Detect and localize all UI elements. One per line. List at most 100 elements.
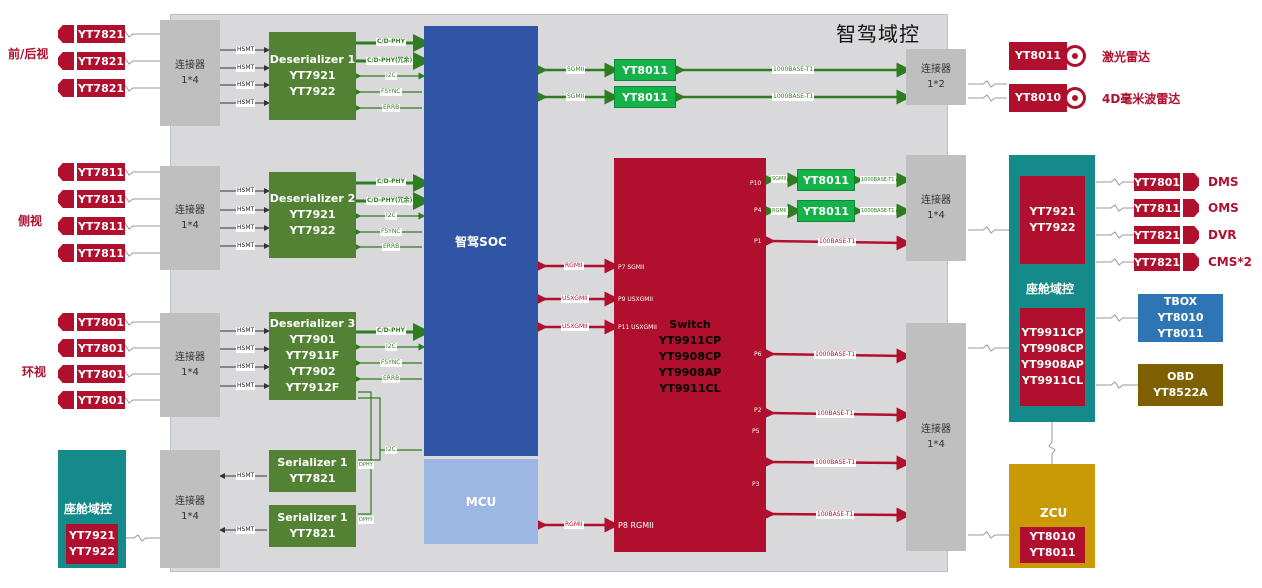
sgmii-label: SGMII xyxy=(771,175,788,183)
zcu-title: ZCU xyxy=(1040,506,1068,520)
base1000-label: 1000BASE-T1 xyxy=(772,66,815,74)
cabin-camera-dvr: YT7821 xyxy=(1134,226,1199,244)
port-p10: P10 xyxy=(750,180,762,187)
port-p9: P9 USXGMII xyxy=(618,296,654,303)
camera-icon xyxy=(58,217,74,235)
adas-domain-title: 智驾域控 xyxy=(836,22,920,46)
hsmt-label: HSMT xyxy=(236,64,256,72)
usxgmii-label: USXGMII xyxy=(561,323,589,331)
hsmt-label: HSMT xyxy=(236,382,256,390)
radar-label: 4D毫米波雷达 xyxy=(1102,92,1181,106)
port-p5: P5 xyxy=(752,428,760,435)
base1000-label: 1000BASE-T1 xyxy=(772,93,815,101)
cdphy-label: C/D-PHY xyxy=(376,327,406,335)
camera-surround-2: YT7801 xyxy=(58,339,125,357)
base1000-label: 1000BASE-T1 xyxy=(860,176,896,184)
mcu: MCU xyxy=(424,459,538,544)
base1000-label: 1000BASE-T1 xyxy=(814,459,857,467)
camera-icon xyxy=(58,339,74,357)
port-p1: P1 xyxy=(754,238,762,245)
i2c-label: I2C xyxy=(385,212,397,220)
phy-yt8011-a: YT8011 xyxy=(614,59,676,81)
camera-side-3: YT7811 xyxy=(58,217,125,235)
port-p8: P8 RGMII xyxy=(618,521,654,530)
phy-yt8011-c: YT8011 xyxy=(797,169,855,191)
cabin-camera-cms: YT7821 xyxy=(1134,253,1199,271)
rgmii-label: RGMII xyxy=(564,262,584,270)
lidar-label: 激光雷达 xyxy=(1102,50,1151,64)
sgmii-label: SGMII xyxy=(566,66,586,74)
camera-icon xyxy=(58,244,74,262)
cabin-domain-left-title: 座舱域控 xyxy=(64,502,113,516)
port-p6: P6 xyxy=(754,351,762,358)
fsync-label: FSYNC xyxy=(380,88,402,96)
hsmt-label: HSMT xyxy=(236,345,256,353)
rgmii-label: RGMII xyxy=(771,207,788,215)
lidar-icon xyxy=(1064,45,1086,67)
radar-chip: YT8010 xyxy=(1009,84,1067,112)
hsmt-label: HSMT xyxy=(236,99,256,107)
phy-yt8011-d: YT8011 xyxy=(797,200,855,222)
i2c-label: I2C xyxy=(385,72,397,80)
cdphy-redundant-label: C/D-PHY(冗余) xyxy=(366,197,414,205)
errb-label: ERRB xyxy=(382,375,401,383)
base1000-label: 1000BASE-T1 xyxy=(814,351,857,359)
cabin-camera-dms: YT7801 xyxy=(1134,173,1199,191)
sgmii-label: SGMII xyxy=(566,93,586,101)
hsmt-label: HSMT xyxy=(236,224,256,232)
hsmt-label: HSMT xyxy=(236,526,256,534)
group-label-front-rear: 前/后视 xyxy=(8,47,49,61)
switch-chips: Switch YT9911CP YT9908CP YT9908AP YT9911… xyxy=(658,318,722,395)
ethernet-switch xyxy=(614,158,766,552)
camera-front-2: YT7821 xyxy=(58,52,125,70)
camera-icon xyxy=(58,391,74,409)
errb-label: ERRB xyxy=(382,243,401,251)
cabin-camera-oms-label: OMS xyxy=(1208,201,1239,215)
camera-icon xyxy=(58,190,74,208)
camera-icon xyxy=(58,79,74,97)
camera-side-1: YT7811 xyxy=(58,163,125,181)
phy-yt8011-b: YT8011 xyxy=(614,86,676,108)
camera-side-2: YT7811 xyxy=(58,190,125,208)
rgmii-label: RGMII xyxy=(564,521,584,529)
base100-label: 100BASE-T1 xyxy=(816,511,855,519)
usxgmii-label: USXGMII xyxy=(561,295,589,303)
camera-icon xyxy=(58,163,74,181)
cabin-camera-dvr-label: DVR xyxy=(1208,228,1237,242)
cdphy-label: C/D-PHY xyxy=(376,38,406,46)
camera-surround-4: YT7801 xyxy=(58,391,125,409)
camera-icon xyxy=(58,365,74,383)
port-p2: P2 xyxy=(754,407,762,414)
dphy-label: DPHY xyxy=(358,516,374,524)
cabin-camera-dms-label: DMS xyxy=(1208,175,1239,189)
cabin-domain-right-title: 座舱域控 xyxy=(1026,282,1075,296)
group-label-surround: 环视 xyxy=(22,365,47,379)
port-p11: P11 USXGMII xyxy=(618,324,657,331)
camera-surround-1: YT7801 xyxy=(58,313,125,331)
hsmt-label: HSMT xyxy=(236,363,256,371)
camera-front-3: YT7821 xyxy=(58,79,125,97)
fsync-label: FSYNC xyxy=(380,359,402,367)
hsmt-label: HSMT xyxy=(236,327,256,335)
camera-icon xyxy=(58,313,74,331)
port-p3: P3 xyxy=(752,481,760,488)
lidar-chip: YT8011 xyxy=(1009,42,1067,70)
hsmt-label: HSMT xyxy=(236,472,256,480)
cabin-camera-cms-label: CMS*2 xyxy=(1208,255,1253,269)
camera-icon xyxy=(1183,199,1199,217)
